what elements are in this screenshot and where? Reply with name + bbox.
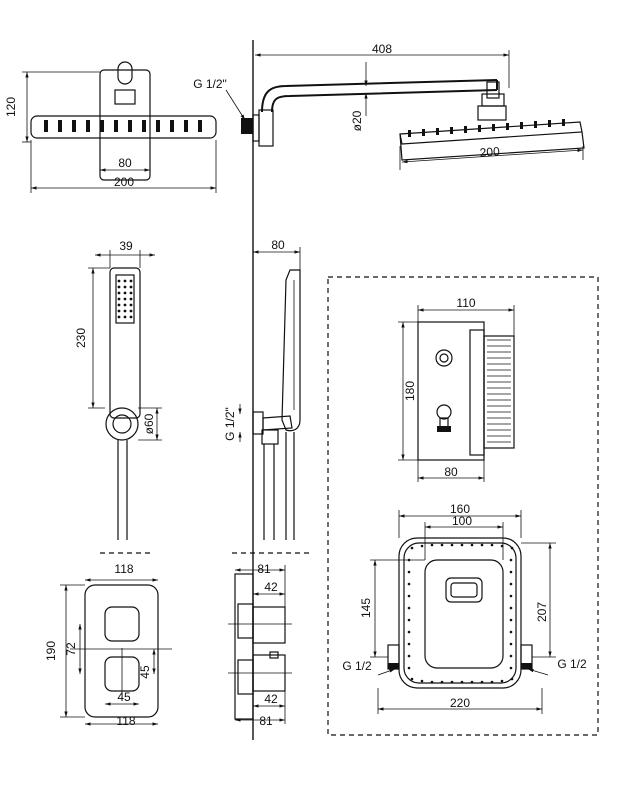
label-plate-width: 220 bbox=[450, 696, 470, 710]
concealed-box-front-view bbox=[370, 510, 556, 714]
shower-head-front-view bbox=[22, 61, 217, 193]
label-plate-207: 207 bbox=[535, 602, 549, 622]
shower-arm-side-view bbox=[225, 50, 585, 170]
head-side-nozzles bbox=[408, 119, 565, 137]
label-thread-hand: G 1/2" bbox=[223, 407, 237, 441]
mounting-holes bbox=[407, 543, 514, 684]
hand-shower-nozzle-grid bbox=[117, 279, 133, 319]
label-thread-right: G 1/2 bbox=[557, 657, 587, 671]
concealed-box-side-view bbox=[398, 305, 515, 482]
label-hand-side-depth: 80 bbox=[271, 238, 285, 252]
label-side-42-bottom: 42 bbox=[264, 692, 278, 706]
label-box-height: 180 bbox=[403, 381, 417, 401]
label-thread-top: G 1/2" bbox=[193, 77, 227, 91]
label-panel-45-h: 45 bbox=[117, 690, 131, 704]
label-side-81-bottom: 81 bbox=[259, 714, 273, 728]
label-top-head-height: 120 bbox=[4, 97, 18, 117]
label-plate-inner: 100 bbox=[452, 514, 472, 528]
label-top-head-inner-width: 80 bbox=[118, 156, 132, 170]
label-panel-45-v: 45 bbox=[138, 665, 152, 679]
label-head-side-width: 200 bbox=[479, 144, 500, 159]
nozzle-row bbox=[44, 120, 202, 132]
label-hand-length: 230 bbox=[74, 328, 88, 348]
label-thread-left: G 1/2 bbox=[342, 659, 372, 673]
hand-shower-front-view bbox=[88, 250, 162, 540]
label-box-depth: 80 bbox=[444, 465, 458, 479]
concealed-box-frame bbox=[327, 276, 599, 736]
label-panel-height: 190 bbox=[44, 641, 58, 661]
thermostat-panel-front-view bbox=[60, 578, 172, 726]
label-top-head-width: 200 bbox=[114, 175, 134, 189]
hand-shower-side-view bbox=[238, 247, 301, 540]
label-panel-width-bottom: 118 bbox=[116, 714, 135, 728]
label-break-left: 118 bbox=[114, 562, 133, 576]
label-plate-145: 145 bbox=[359, 598, 373, 618]
label-panel-72: 72 bbox=[64, 642, 78, 656]
label-hand-width: 39 bbox=[119, 239, 133, 253]
label-plate-outer: 160 bbox=[450, 502, 470, 516]
label-box-width: 110 bbox=[456, 296, 475, 310]
label-side-42-top: 42 bbox=[264, 580, 278, 594]
thermostat-panel-side-view bbox=[228, 565, 292, 724]
label-arm-diameter: ø20 bbox=[350, 110, 364, 131]
label-holder-diameter: ø60 bbox=[142, 413, 156, 434]
label-arm-length: 408 bbox=[372, 42, 392, 56]
label-break-right: 81 bbox=[257, 562, 271, 576]
